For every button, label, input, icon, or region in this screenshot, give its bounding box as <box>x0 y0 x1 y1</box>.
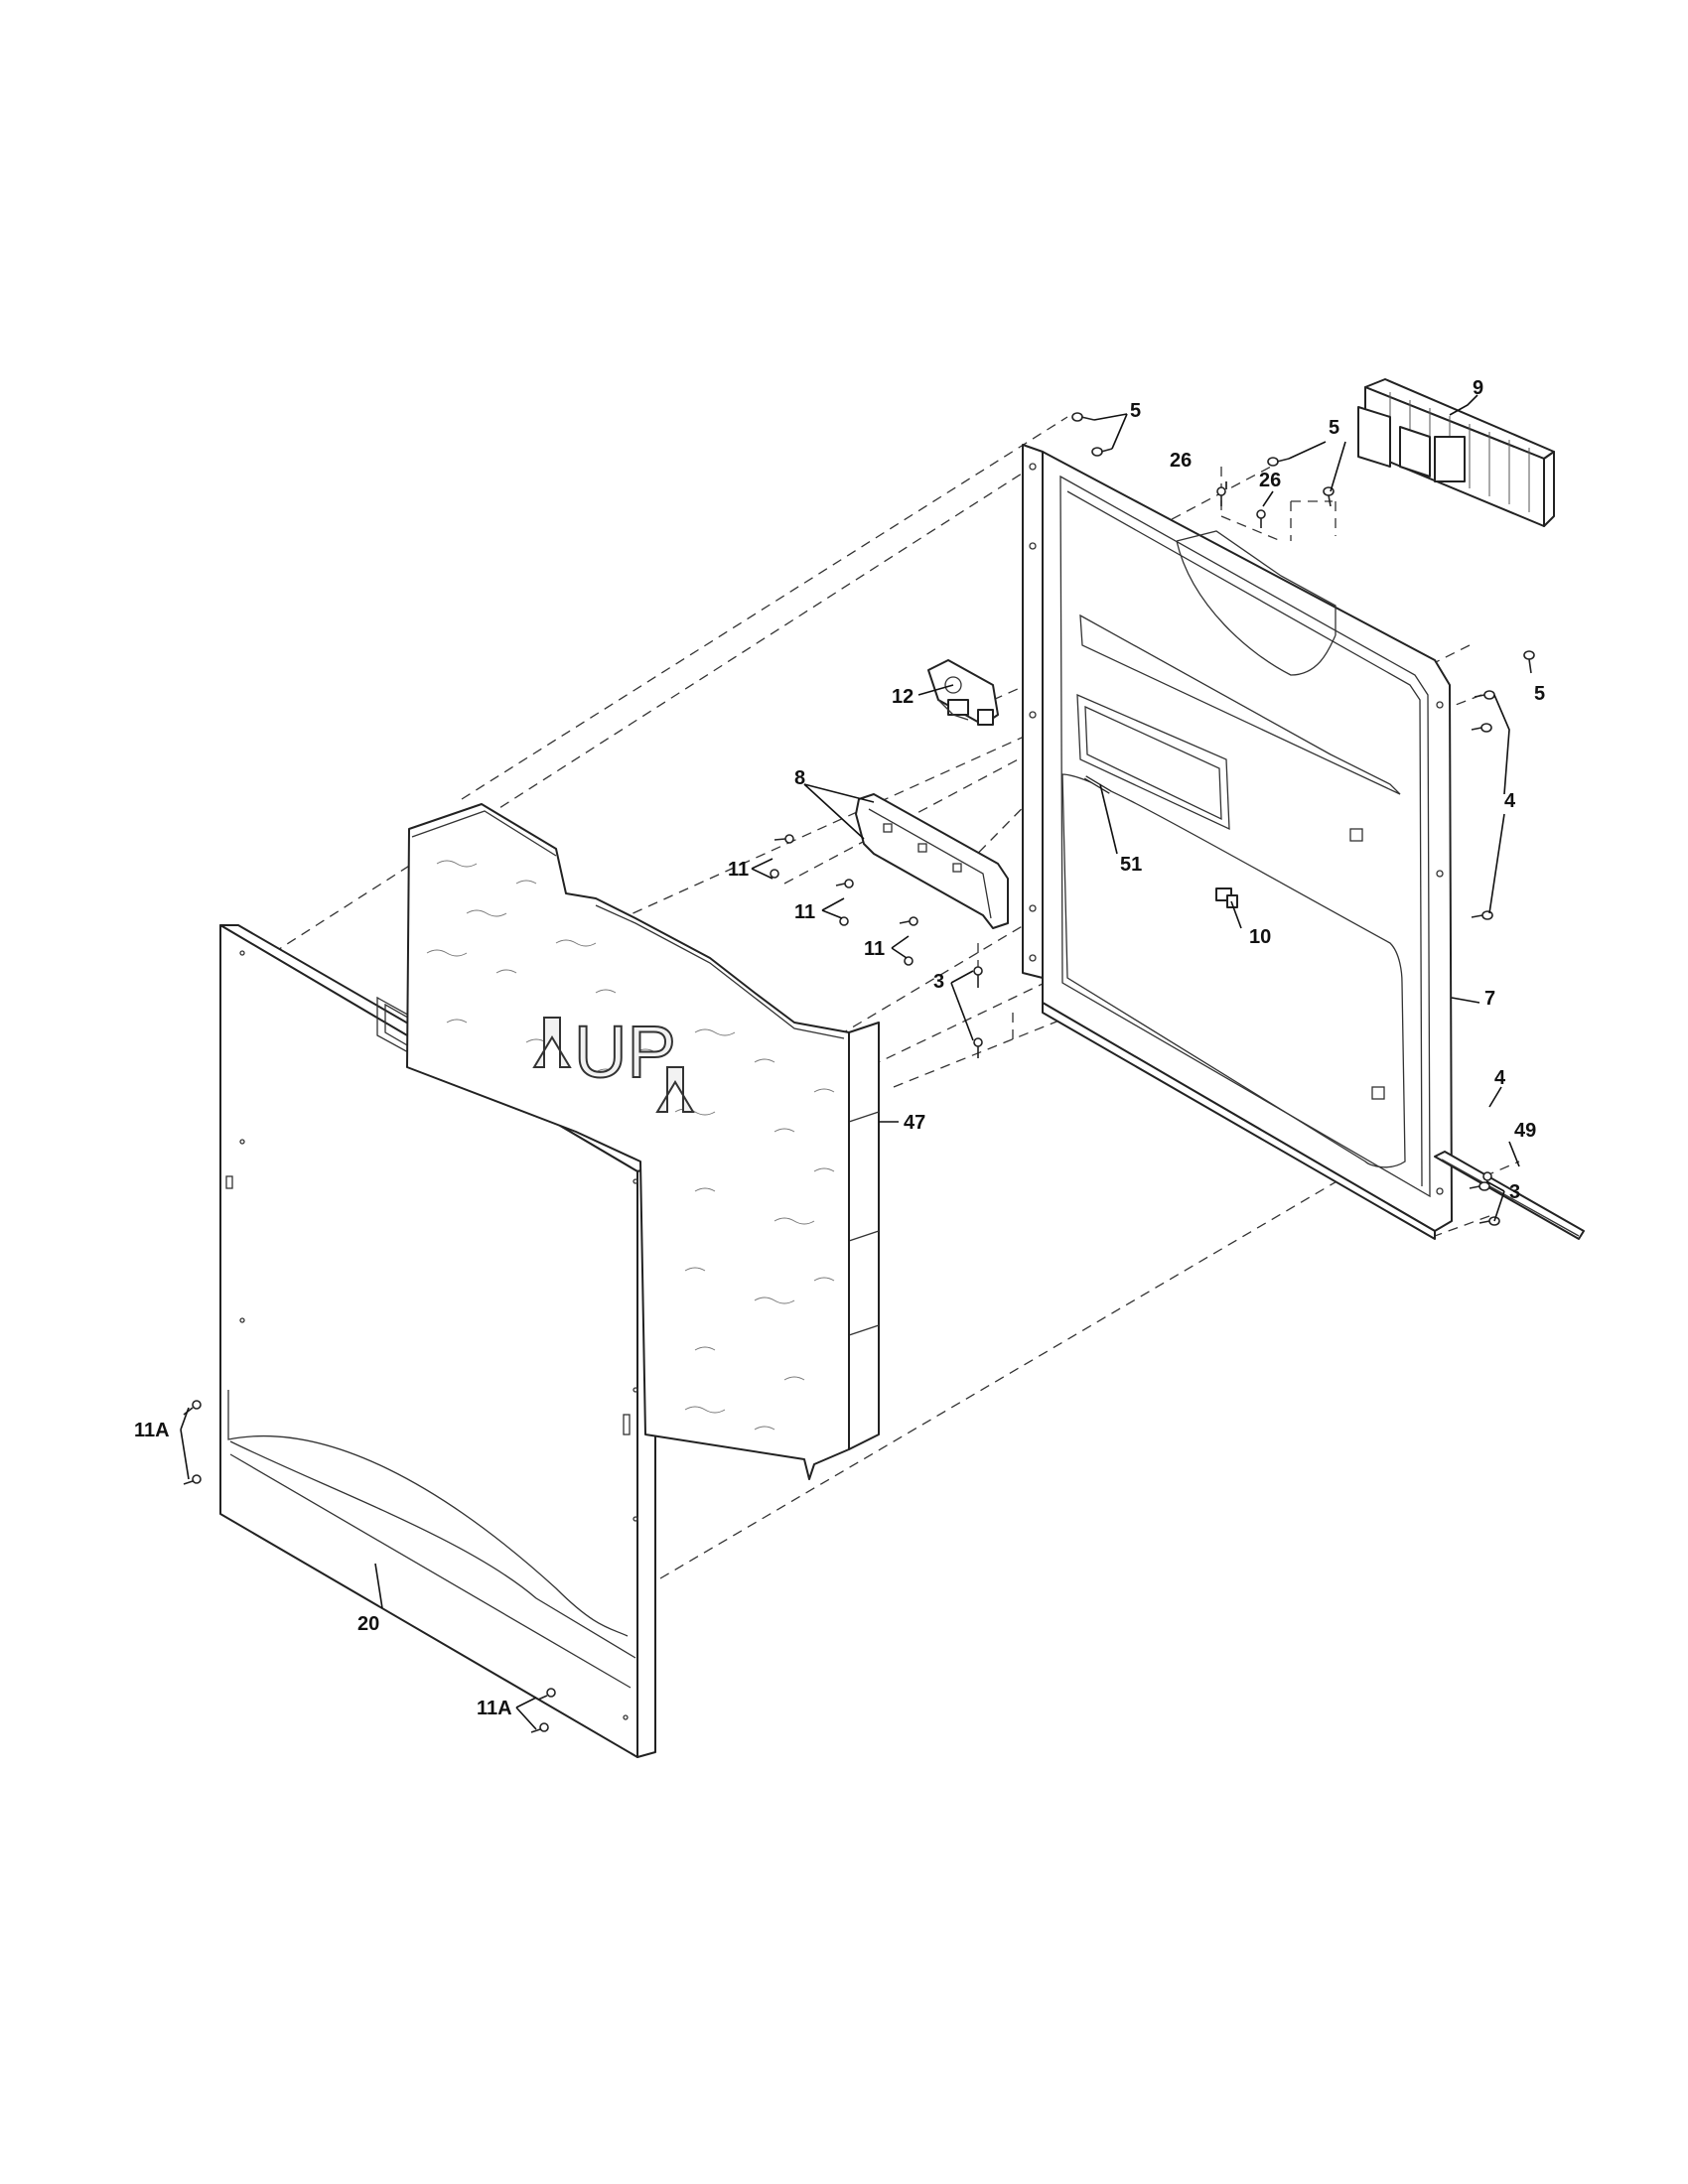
door-latch <box>927 659 999 726</box>
fasteners <box>183 412 1535 1733</box>
callout-4: 4 <box>1504 790 1516 812</box>
callout-9: 9 <box>1473 377 1483 399</box>
callout-labels: 5 5 26 26 9 5 12 8 11 11 11 51 10 4 3 7 … <box>134 377 1545 1719</box>
callout-3: 3 <box>1509 1181 1520 1203</box>
callout-11: 11 <box>728 859 749 881</box>
callout-7: 7 <box>1484 988 1495 1010</box>
callout-4: 4 <box>1494 1067 1506 1089</box>
callout-11: 11 <box>864 938 885 960</box>
callout-26: 26 <box>1170 450 1192 472</box>
callout-8: 8 <box>794 767 805 789</box>
callout-5: 5 <box>1329 417 1339 439</box>
pin-51 <box>1083 775 1112 794</box>
callout-20: 20 <box>357 1613 379 1635</box>
callout-47: 47 <box>904 1112 925 1134</box>
callout-49: 49 <box>1514 1120 1536 1142</box>
gasket-strip <box>1434 1151 1585 1240</box>
callout-51: 51 <box>1120 854 1142 876</box>
callout-11: 11 <box>794 901 815 923</box>
callout-11a: 11A <box>477 1698 512 1719</box>
foam-up-marking: UP <box>574 1011 676 1093</box>
callout-26: 26 <box>1259 470 1281 491</box>
control-module <box>1357 378 1555 527</box>
inner-door-liner <box>1022 444 1453 1240</box>
callout-11a: 11A <box>134 1420 170 1441</box>
switch-10 <box>1215 887 1238 908</box>
door-handle-bracket <box>855 793 1009 929</box>
callout-5: 5 <box>1534 683 1545 705</box>
callout-12: 12 <box>892 686 914 708</box>
callout-3: 3 <box>933 971 944 993</box>
leader-lines <box>180 394 1520 1730</box>
callout-5: 5 <box>1130 400 1141 422</box>
foam-insulation-pad: UP <box>406 803 880 1480</box>
callout-10: 10 <box>1249 926 1271 948</box>
